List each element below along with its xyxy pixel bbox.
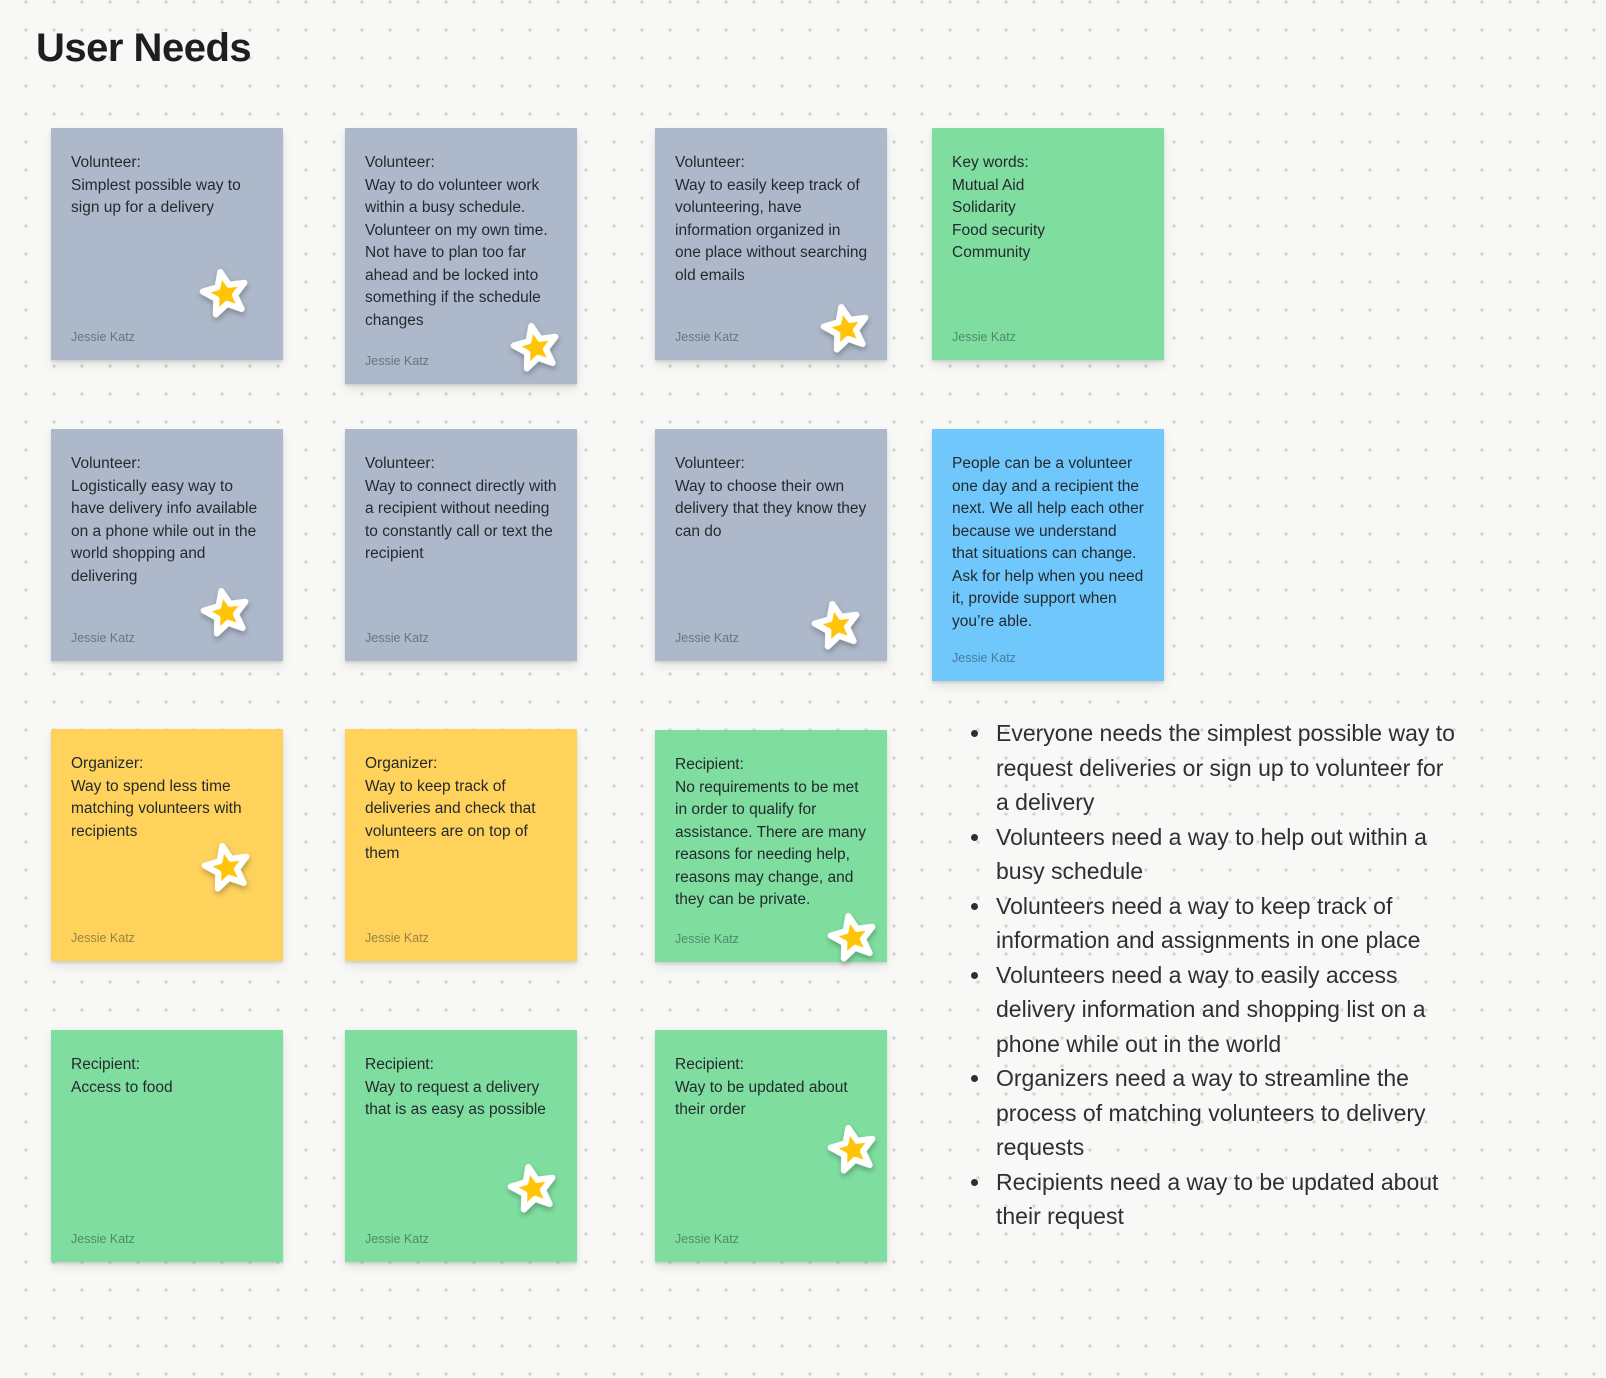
sticky-note-text: Recipient: Way to request a delivery tha… xyxy=(365,1056,546,1118)
star-icon xyxy=(811,601,860,650)
star-icon xyxy=(510,323,559,372)
star-stamp[interactable] xyxy=(820,1117,886,1183)
sticky-note[interactable]: Key words: Mutual Aid Solidarity Food se… xyxy=(932,128,1164,360)
star-icon xyxy=(200,588,249,637)
sticky-note-author: Jessie Katz xyxy=(71,931,135,945)
star-stamp[interactable] xyxy=(500,1156,566,1222)
sticky-note-text: People can be a volunteer one day and a … xyxy=(952,455,1144,630)
board-title: User Needs xyxy=(36,26,252,70)
sticky-note[interactable]: Volunteer: Way to choose their own deliv… xyxy=(655,429,887,661)
sticky-note-text: Recipient: No requirements to be met in … xyxy=(675,756,866,908)
star-icon xyxy=(201,843,250,892)
sticky-note-author: Jessie Katz xyxy=(365,631,429,645)
sticky-note-text: Volunteer: Way to do volunteer work with… xyxy=(365,154,548,329)
sticky-note[interactable]: Volunteer: Way to connect directly with … xyxy=(345,429,577,661)
star-stamp[interactable] xyxy=(503,315,569,381)
star-stamp[interactable] xyxy=(194,835,260,901)
star-stamp[interactable] xyxy=(193,580,259,646)
sticky-note[interactable]: People can be a volunteer one day and a … xyxy=(932,429,1164,681)
sticky-note[interactable]: Organizer: Way to spend less time matchi… xyxy=(51,729,283,961)
star-stamp[interactable] xyxy=(820,905,886,971)
sticky-note-text: Volunteer: Way to easily keep track of v… xyxy=(675,154,868,284)
sticky-note-author: Jessie Katz xyxy=(365,354,429,368)
sticky-note-text: Recipient: Access to food xyxy=(71,1056,173,1096)
sticky-note-author: Jessie Katz xyxy=(71,631,135,645)
sticky-note-author: Jessie Katz xyxy=(675,330,739,344)
sticky-note-text: Volunteer: Way to choose their own deliv… xyxy=(675,455,867,540)
summary-bullet: Volunteers need a way to keep track of i… xyxy=(992,889,1462,958)
sticky-note-text: Organizer: Way to keep track of deliveri… xyxy=(365,755,536,862)
star-icon xyxy=(199,269,248,318)
sticky-note-author: Jessie Katz xyxy=(675,1232,739,1246)
sticky-note-text: Volunteer: Logistically easy way to have… xyxy=(71,455,258,585)
sticky-note-author: Jessie Katz xyxy=(952,651,1016,665)
sticky-note-text: Organizer: Way to spend less time matchi… xyxy=(71,755,242,840)
sticky-note-author: Jessie Katz xyxy=(952,330,1016,344)
sticky-note-author: Jessie Katz xyxy=(675,631,739,645)
sticky-note-author: Jessie Katz xyxy=(365,1232,429,1246)
star-icon xyxy=(507,1164,556,1213)
sticky-note[interactable]: Volunteer: Simplest possible way to sign… xyxy=(51,128,283,360)
sticky-note[interactable]: Volunteer: Logistically easy way to have… xyxy=(51,429,283,661)
summary-bullet: Organizers need a way to streamline the … xyxy=(992,1061,1462,1165)
sticky-note-text: Recipient: Way to be updated about their… xyxy=(675,1056,848,1118)
sticky-note[interactable]: Recipient: Way to request a delivery tha… xyxy=(345,1030,577,1262)
summary-bullet: Volunteers need a way to easily access d… xyxy=(992,958,1462,1062)
sticky-note-author: Jessie Katz xyxy=(71,1232,135,1246)
summary-bullet: Everyone needs the simplest possible way… xyxy=(992,716,1462,820)
sticky-note[interactable]: Recipient: Access to food Jessie Katz xyxy=(51,1030,283,1262)
summary-list[interactable]: Everyone needs the simplest possible way… xyxy=(962,716,1462,1234)
star-icon xyxy=(827,913,876,962)
sticky-note[interactable]: Organizer: Way to keep track of deliveri… xyxy=(345,729,577,961)
star-icon xyxy=(827,1125,876,1174)
sticky-note-author: Jessie Katz xyxy=(365,931,429,945)
summary-bullet: Recipients need a way to be updated abou… xyxy=(992,1165,1462,1234)
star-stamp[interactable] xyxy=(813,296,879,362)
sticky-note-text: Volunteer: Way to connect directly with … xyxy=(365,455,557,562)
summary-bullet: Volunteers need a way to help out within… xyxy=(992,820,1462,889)
star-icon xyxy=(820,304,869,353)
sticky-note-author: Jessie Katz xyxy=(71,330,135,344)
sticky-note-text: Volunteer: Simplest possible way to sign… xyxy=(71,154,241,216)
sticky-note-text: Key words: Mutual Aid Solidarity Food se… xyxy=(952,154,1046,261)
star-stamp[interactable] xyxy=(192,261,258,327)
star-stamp[interactable] xyxy=(804,593,870,659)
sticky-note[interactable]: Volunteer: Way to do volunteer work with… xyxy=(345,128,577,384)
sticky-note-author: Jessie Katz xyxy=(675,932,739,946)
